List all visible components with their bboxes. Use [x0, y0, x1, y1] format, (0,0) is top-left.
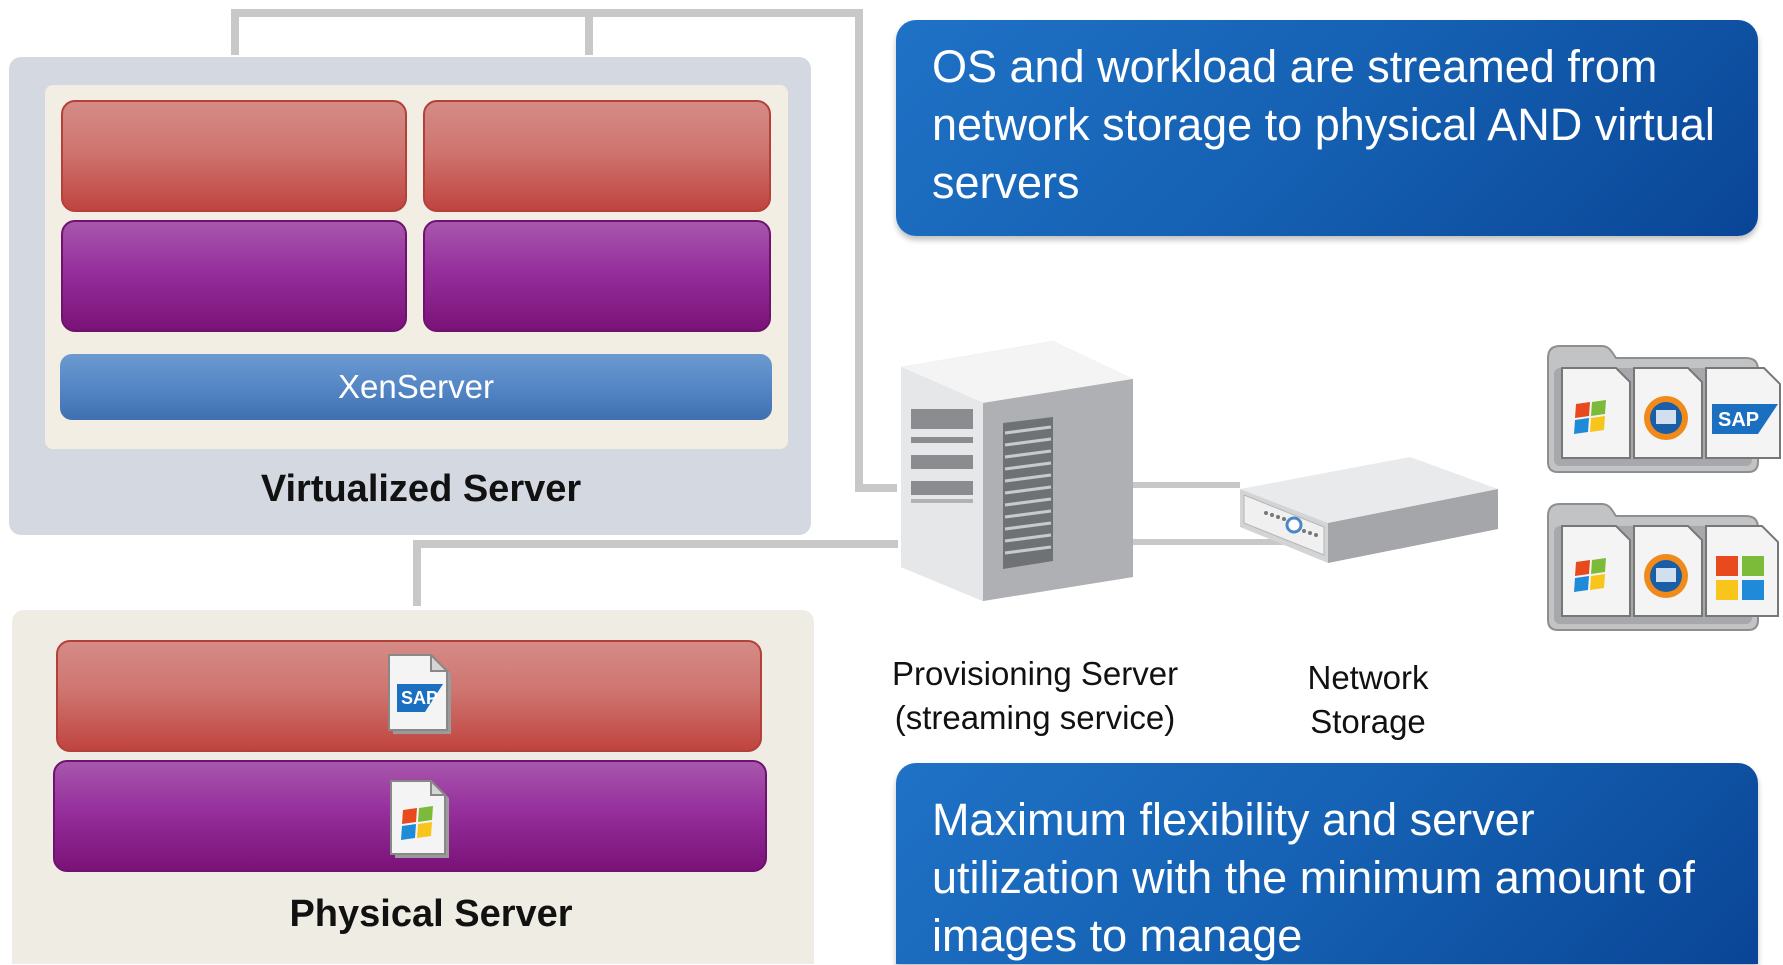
physical-app-layer: SAP	[56, 640, 762, 752]
network-storage-caption: Network Storage	[1307, 659, 1429, 740]
windows-document-icon	[1561, 525, 1631, 617]
vm1-app-layer	[61, 100, 407, 212]
folder-icon	[1547, 503, 1779, 631]
physical-server-title: Physical Server	[289, 893, 573, 935]
sap-document-icon: SAP	[1705, 367, 1781, 459]
vm2-os-layer	[423, 220, 771, 332]
virtualized-server-title: Virtualized Server	[260, 468, 582, 510]
svg-text:SAP: SAP	[1718, 409, 1759, 431]
hypervisor-layer: XenServer	[60, 354, 772, 420]
callout-flexibility: Maximum flexibility and server utilizati…	[896, 763, 1758, 964]
windows-document-icon	[1561, 367, 1631, 459]
vm1-os-layer	[61, 220, 407, 332]
windows-document-icon	[390, 780, 449, 858]
provisioning-server-caption: Provisioning Server (streaming service)	[891, 655, 1179, 736]
rack-storage-icon	[1240, 457, 1498, 563]
globe-document-icon	[1633, 525, 1703, 617]
globe-document-icon	[1633, 367, 1703, 459]
vm2-app-layer	[423, 100, 771, 212]
physical-os-layer	[53, 760, 767, 872]
callout-streaming: OS and workload are streamed from networ…	[896, 20, 1758, 236]
folder-icon: SAP	[1547, 345, 1781, 473]
tower-server-icon	[901, 341, 1133, 601]
sap-document-icon: SAP	[388, 654, 451, 734]
hypervisor-label: XenServer	[338, 368, 494, 405]
office-document-icon	[1705, 525, 1779, 617]
svg-text:SAP: SAP	[401, 688, 438, 708]
